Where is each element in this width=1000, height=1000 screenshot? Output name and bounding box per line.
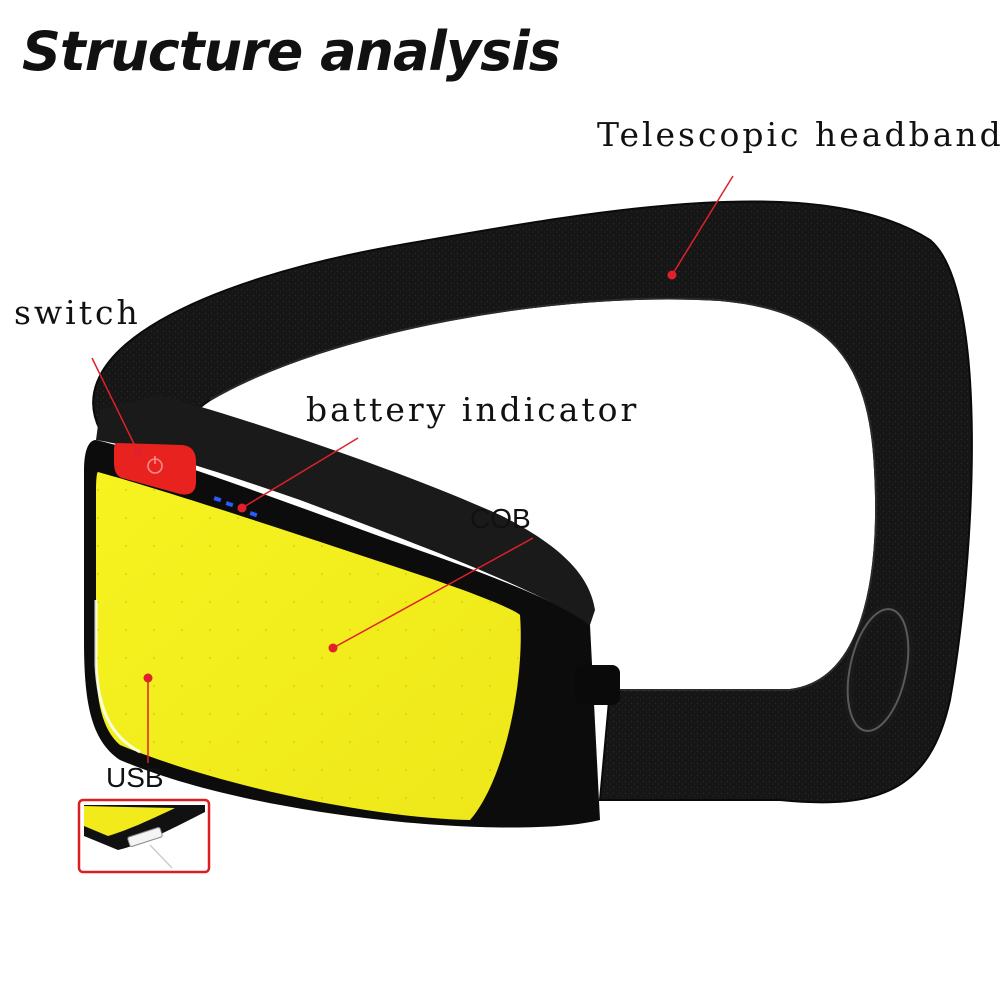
page-title: Structure analysis xyxy=(22,20,561,83)
label-telescopic-headband: Telescopic headband xyxy=(597,115,1000,154)
strap-buckle xyxy=(843,604,913,736)
usb-port-inset xyxy=(77,798,211,874)
label-usb: USB xyxy=(106,762,164,793)
power-icon xyxy=(147,456,163,474)
cob-panel xyxy=(94,472,521,820)
leader-lines xyxy=(91,175,734,763)
switch-button xyxy=(114,443,196,495)
telescopic-headband xyxy=(92,200,973,804)
label-switch: switch xyxy=(14,293,141,332)
label-cob: COB xyxy=(470,503,531,534)
label-battery-indicator: battery indicator xyxy=(306,390,640,429)
